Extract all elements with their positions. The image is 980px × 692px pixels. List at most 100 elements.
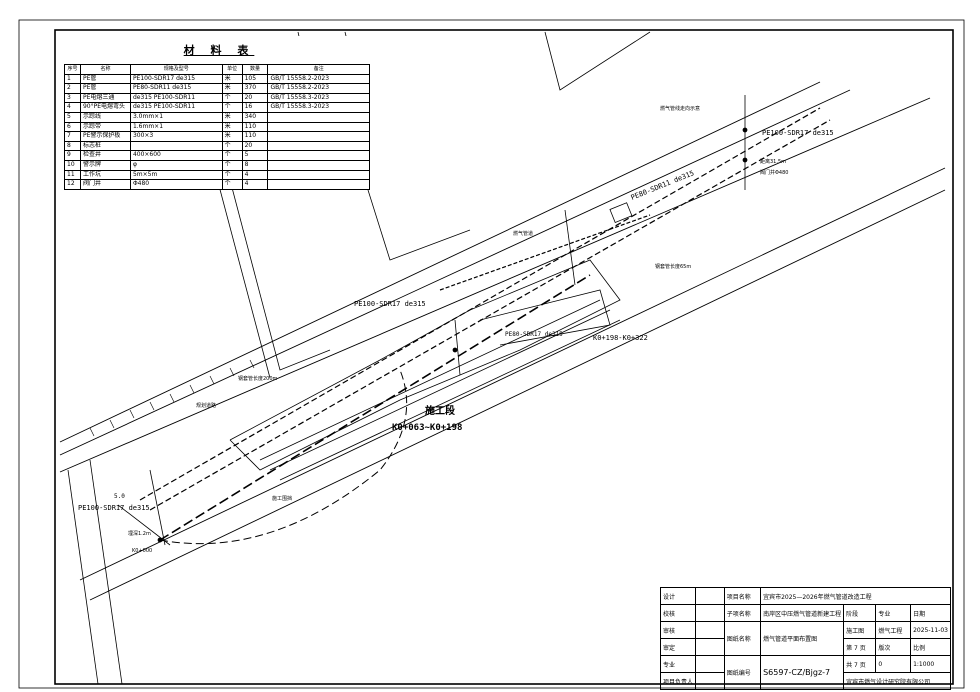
pipe-label-top: PE100-SDR17 de315 [762,129,834,137]
pipe-label-inner: PE80-SDR17 de315 [505,331,563,338]
header-cell: 序号 [64,64,81,75]
table-cell: 370 [241,83,269,94]
table-cell: 3 [64,92,81,104]
table-cell: 工作坑 [79,169,131,181]
table-cell: 米 [221,111,243,123]
table-cell: 个 [221,102,243,113]
note-distance: 距离31.5m [760,158,786,165]
title-block: 设计 项目名称 宜宾市2025—2026年燃气管道改造工程 校核 子项名称 南岸… [659,587,951,690]
table-cell: 米 [221,73,243,85]
table-cell: 12 [64,179,81,190]
table-cell [267,159,370,171]
spec-header: 专业 [875,604,912,622]
material-table-title: 材 料 表 [183,44,255,57]
label-checker: 校核 [659,604,697,622]
table-cell: 个 [221,179,243,190]
table-cell: PE80-SDR11 de315 [129,83,223,94]
table-cell [129,140,223,152]
table-cell [267,179,370,190]
table-cell: 1.6mm×1 [129,121,223,133]
road-edge-hatching [89,359,255,437]
table-cell: PE警示保护板 [79,131,131,142]
table-cell: 90°PE电熔弯头 [79,102,131,113]
table-cell [267,169,370,181]
pipeline-routes [139,107,831,545]
note-fence: 施工围挡 [272,495,292,502]
table-cell: PE管 [79,83,131,94]
construction-area [229,202,633,481]
table-cell [267,131,370,142]
version-header: 版次 [875,638,912,656]
scale-value: 1:1000 [910,655,951,673]
table-cell: 个 [221,159,243,171]
spec-value: 燃气工程 [875,621,912,639]
date-value: 2025-11-03 [910,621,951,639]
note-route: 燃气管线走向示意 [660,105,700,112]
table-cell: 5m×5m [129,169,223,181]
section-label: 施工段 [425,404,455,417]
table-cell: 16 [241,102,269,113]
table-cell: GB/T 15558.2-2023 [267,73,370,85]
table-cell: 8 [241,159,269,171]
signature-cell [695,638,725,656]
scale-header: 比例 [910,638,951,656]
note-casing-200: 钢套管长度200m [238,375,278,382]
table-cell: 2 [64,83,81,94]
header-cell: 单位 [221,64,243,75]
table-cell [267,140,370,152]
sheet-total: 共 7 页 [843,655,877,673]
leader-markers [157,127,748,543]
note-valve: 阀门井Φ480 [760,169,788,176]
table-cell: 20 [241,92,269,104]
table-cell: 标志桩 [79,140,131,152]
project-name: 宜宾市2025—2026年燃气管道改造工程 [760,587,951,605]
table-cell: Φ480 [129,179,223,190]
road-lines [59,81,946,601]
table-cell: 110 [241,131,269,142]
table-cell: 示踪带 [79,121,131,133]
table-cell: 4 [241,179,269,190]
table-cell: 300×3 [129,131,223,142]
drawing-name: 燃气管道平面布置图 [760,621,845,656]
signature-cell [695,621,725,639]
note-casing-65: 钢套管长度65m [655,263,691,270]
label-designer: 设计 [659,587,697,605]
sheet-number: 第 7 页 [843,638,877,656]
date-header: 日期 [910,604,951,622]
signature-cell [695,672,725,690]
table-cell: 米 [221,121,243,133]
table-cell: 示踪线 [79,111,131,123]
table-cell: 6 [64,121,81,133]
outer-frame [18,19,965,689]
table-cell: 4 [241,169,269,181]
table-cell: 9 [64,150,81,161]
version-value: 0 [875,655,912,673]
table-cell: 8 [64,140,81,152]
table-cell: 7 [64,131,81,142]
drawing-label: 图纸名称 [723,621,762,656]
table-cell: 米 [221,131,243,142]
note-depth: 埋深1.2m [128,530,151,537]
table-cell: 个 [221,150,243,161]
title-block-grid: 设计 项目名称 宜宾市2025—2026年燃气管道改造工程 校核 子项名称 南岸… [659,587,951,690]
table-cell: 米 [221,83,243,94]
stage-header: 阶段 [843,604,877,622]
drawing-number: S6597-CZ/Bjgz-7 [760,655,845,690]
header-cell: 备注 [267,64,370,75]
table-cell: 11 [64,169,81,181]
table-cell: 4 [64,102,81,113]
note-gas-pipe: 燃气管道 [513,230,533,237]
table-cell: 警示牌 [79,159,131,171]
